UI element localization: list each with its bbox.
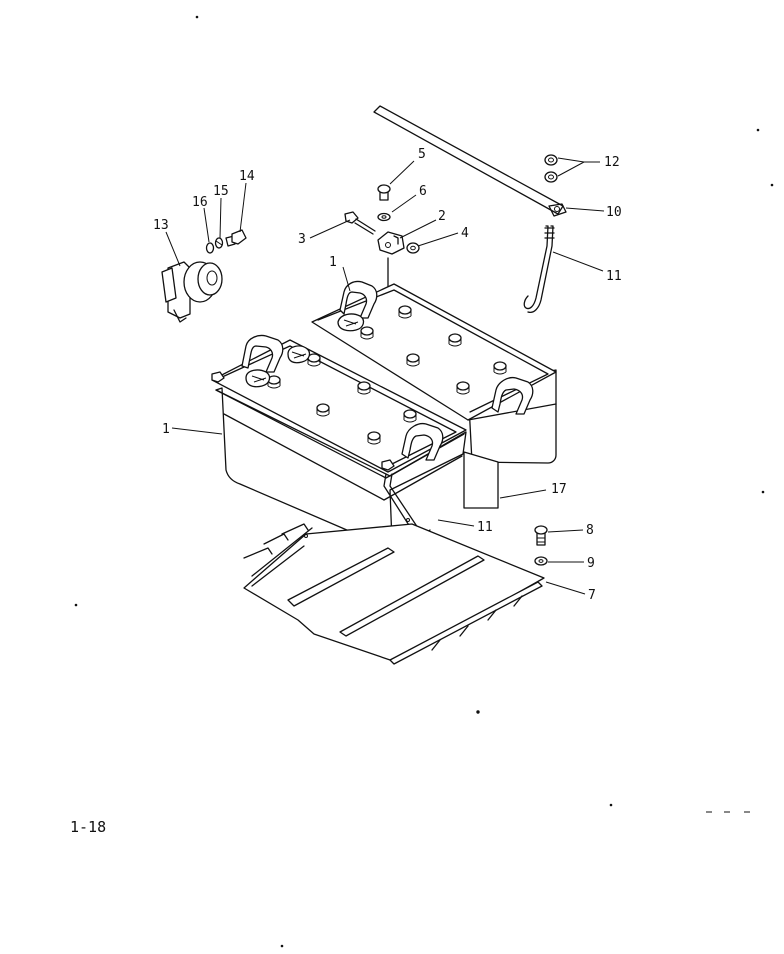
bolt-14 (225, 229, 247, 247)
j-bolt-right (523, 225, 555, 314)
lock-washer-15 (214, 237, 224, 249)
battery-rear (311, 280, 557, 464)
callout-labels: 1 1 2 3 4 5 6 7 8 9 10 11 11 12 13 14 15… (153, 147, 622, 603)
nut-12-upper (544, 154, 558, 166)
washer-9 (534, 556, 548, 566)
callout-11-front: 11 (477, 520, 493, 535)
page-label: 1-18 (70, 818, 106, 836)
hold-down-bar (373, 105, 567, 217)
washer-16 (205, 242, 215, 254)
leader-lines (165, 157, 605, 595)
callout-3: 3 (298, 232, 306, 247)
callout-15: 15 (213, 184, 229, 199)
bolt-5 (377, 184, 391, 201)
callout-11-right: 11 (606, 269, 622, 284)
washer-6 (377, 212, 391, 222)
battery-relay-13 (161, 261, 223, 323)
terminal-block-2 (377, 231, 405, 255)
battery-front (211, 334, 467, 548)
callout-7: 7 (588, 588, 596, 603)
callout-13: 13 (153, 218, 169, 233)
callout-12: 12 (604, 155, 620, 170)
nut-12-lower (544, 171, 558, 183)
callout-1-lower: 1 (162, 422, 170, 437)
callout-1-upper: 1 (329, 255, 337, 270)
callout-4: 4 (461, 226, 469, 241)
scan-specks (74, 15, 774, 948)
callout-9: 9 (587, 556, 595, 571)
callout-14: 14 (239, 169, 255, 184)
battery-tray-7 (243, 518, 545, 665)
callout-17: 17 (551, 482, 567, 497)
callout-8: 8 (586, 523, 594, 538)
bolt-8 (534, 525, 548, 546)
insulator-plate-17 (463, 451, 499, 509)
callout-16: 16 (192, 195, 208, 210)
callout-6: 6 (419, 184, 427, 199)
callout-2: 2 (438, 209, 446, 224)
callout-10: 10 (606, 205, 622, 220)
nut-4 (406, 242, 420, 254)
callout-5: 5 (418, 147, 426, 162)
bolt-3 (344, 211, 376, 235)
